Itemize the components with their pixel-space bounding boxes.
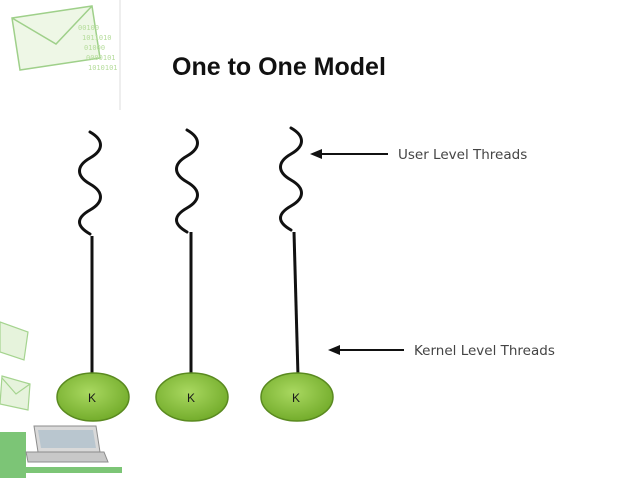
laptop-decoration-icon: [0, 321, 122, 478]
kernel-label-1: K: [88, 391, 96, 405]
kernel-thread-1: [56, 372, 130, 422]
user-threads-label: User Level Threads: [398, 147, 527, 163]
svg-text:1011010: 1011010: [82, 34, 112, 42]
arrowhead-left-icon: [310, 149, 322, 159]
thread-line-3: [292, 231, 300, 377]
user-thread-2: [175, 128, 199, 234]
kernel-thread-3: [260, 372, 334, 422]
user-threads-annotation: User Level Threads: [310, 147, 527, 163]
thread-pair-2: K: [155, 128, 229, 422]
kernel-threads-annotation: Kernel Level Threads: [328, 343, 555, 359]
arrowhead-left-icon: [328, 345, 340, 355]
svg-text:00100: 00100: [78, 24, 99, 32]
envelope-decoration-icon: 00100 1011010 01000 0000101 1010101: [0, 0, 122, 110]
kernel-thread-2: [155, 372, 229, 422]
svg-text:0000101: 0000101: [86, 54, 116, 62]
kernel-threads-label: Kernel Level Threads: [414, 343, 555, 359]
svg-text:1010101: 1010101: [88, 64, 118, 72]
kernel-label-2: K: [187, 391, 195, 405]
user-thread-1: [78, 130, 102, 236]
page-title: One to One Model: [172, 53, 386, 81]
thread-pair-1: K: [56, 130, 130, 422]
svg-text:01000: 01000: [84, 44, 105, 52]
thread-pair-3: K: [260, 126, 334, 422]
user-thread-3: [279, 126, 303, 232]
kernel-label-3: K: [292, 391, 300, 405]
